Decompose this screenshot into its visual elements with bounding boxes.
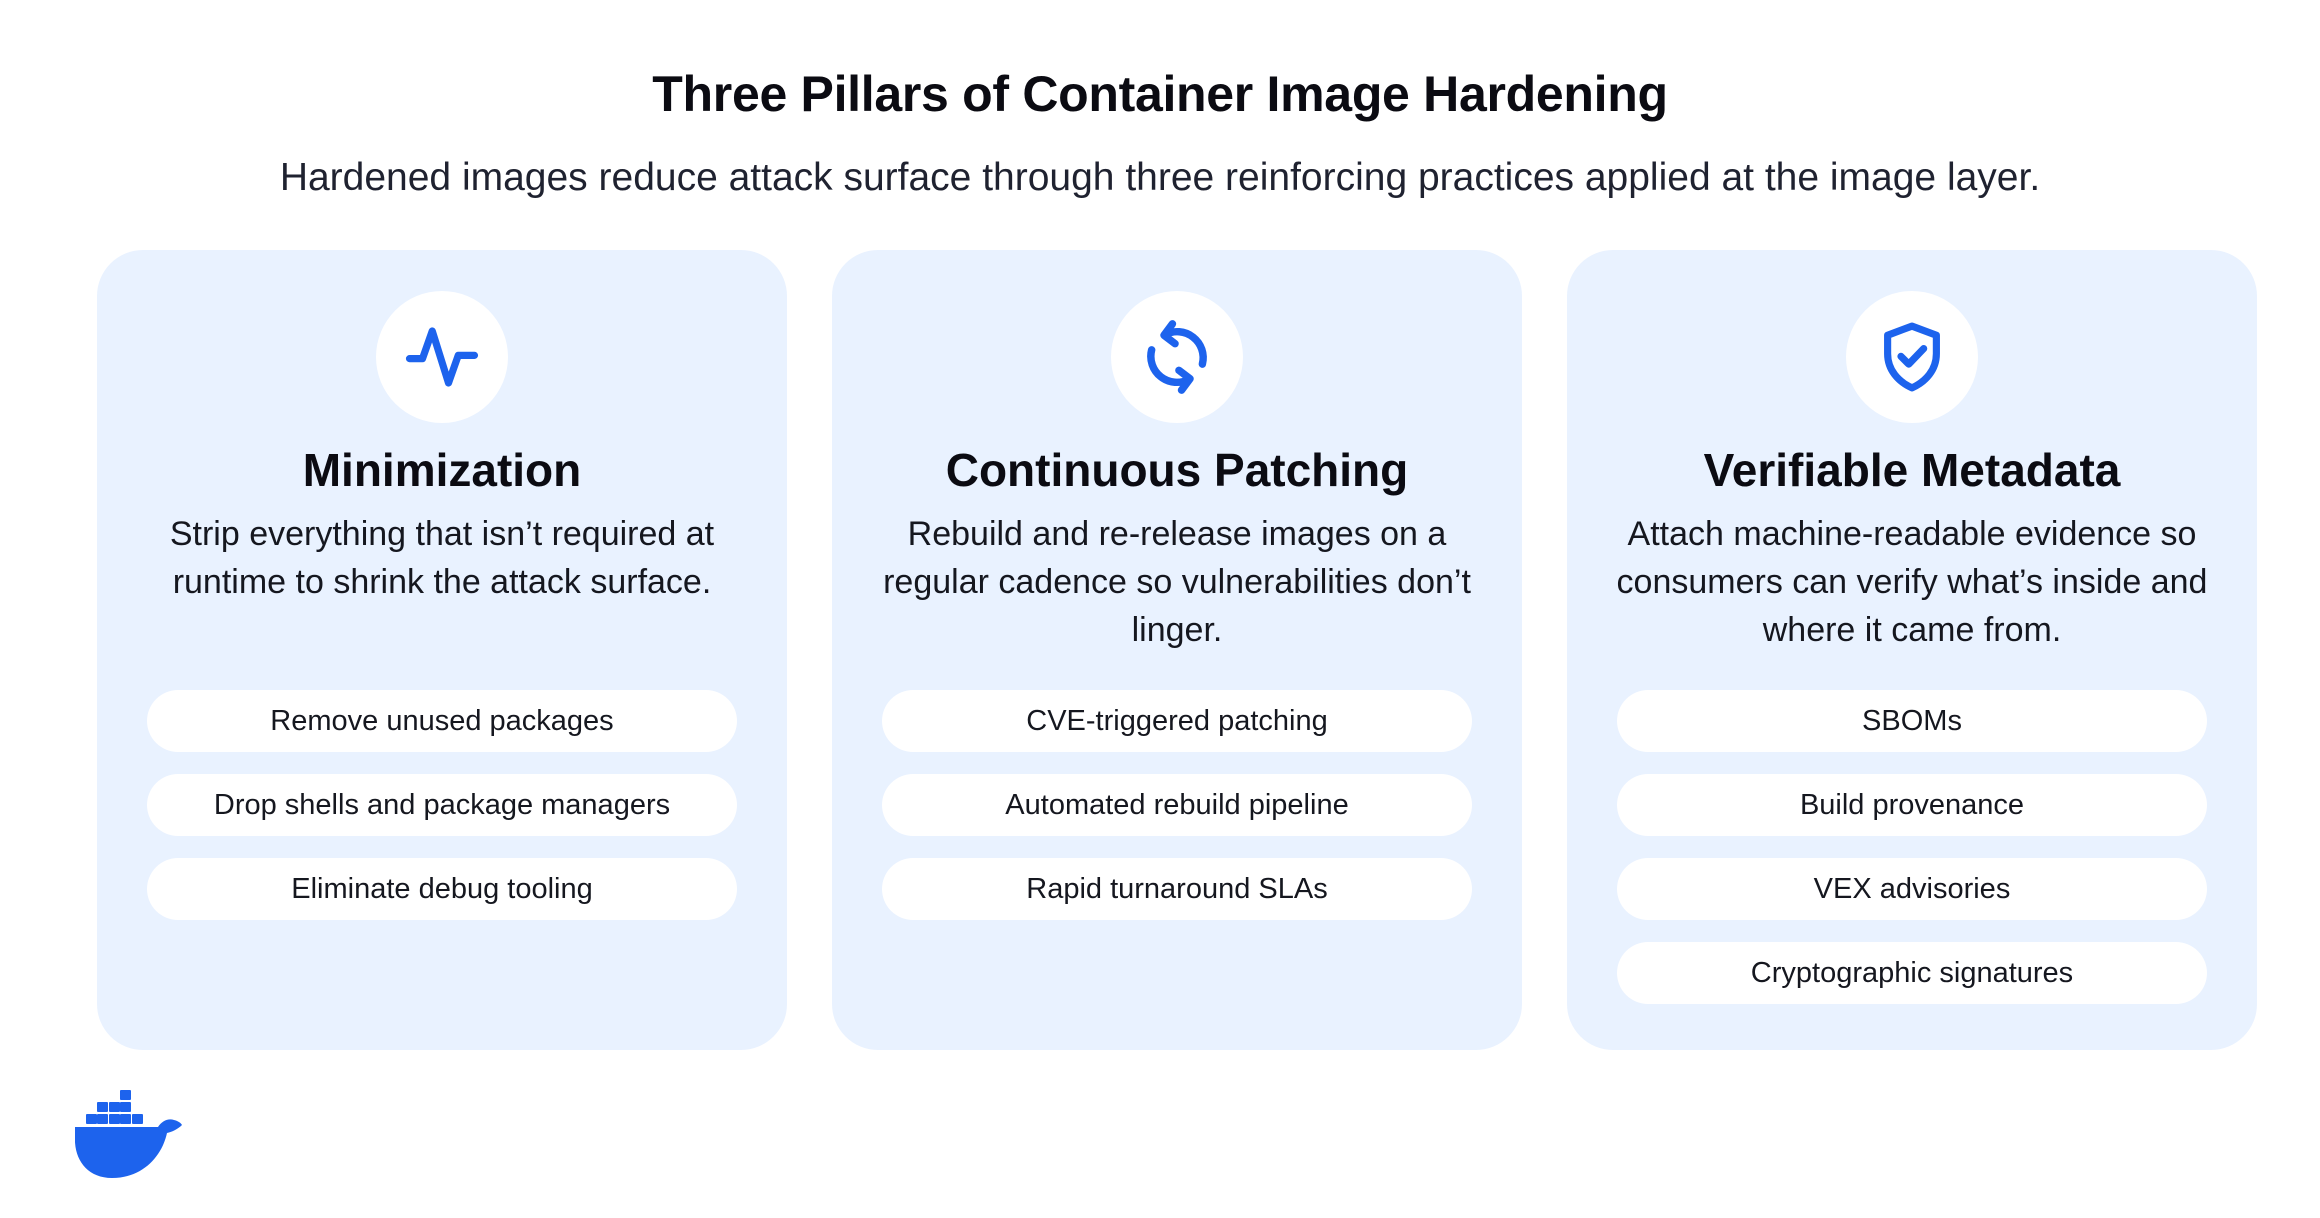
pillar-icon-badge: [1111, 291, 1243, 423]
practice-chip: Build provenance: [1617, 774, 2207, 836]
page-subtitle: Hardened images reduce attack surface th…: [279, 156, 2041, 199]
refresh-cycle-icon: [1147, 320, 1207, 394]
pillar-card-minimization: Minimization Strip everything that isn’t…: [97, 250, 787, 1050]
pillar-icon-badge: [376, 291, 508, 423]
pillar-card-verifiable-metadata: Verifiable Metadata Attach machine-reada…: [1567, 250, 2257, 1050]
practice-chip: Cryptographic signatures: [1617, 942, 2207, 1004]
pillar-practice-list: CVE-triggered patching Automated rebuild…: [882, 690, 1472, 942]
shield-check-icon: [1884, 322, 1940, 392]
pillar-description: Rebuild and re-release images on a regul…: [883, 515, 1471, 649]
practice-chip: Eliminate debug tooling: [147, 858, 737, 920]
pillar-description: Attach machine-readable evidence so cons…: [1616, 515, 2208, 649]
practice-chip: Automated rebuild pipeline: [882, 774, 1472, 836]
pillar-practice-list: SBOMs Build provenance VEX advisories Cr…: [1617, 690, 2207, 1026]
pillar-icon-badge: [1846, 291, 1978, 423]
practice-chip: CVE-triggered patching: [882, 690, 1472, 752]
pillar-practice-list: Remove unused packages Drop shells and p…: [147, 690, 737, 942]
pillars-row: Minimization Strip everything that isn’t…: [97, 250, 2257, 1050]
practice-chip: SBOMs: [1617, 690, 2207, 752]
pillar-title: Minimization: [302, 444, 582, 496]
pillar-card-continuous-patching: Continuous Patching Rebuild and re-relea…: [832, 250, 1522, 1050]
activity-pulse-icon: [405, 327, 479, 387]
practice-chip: Drop shells and package managers: [147, 774, 737, 836]
pillar-title: Verifiable Metadata: [1703, 444, 2121, 496]
practice-chip: Rapid turnaround SLAs: [882, 858, 1472, 920]
pillar-description: Strip everything that isn’t required at …: [169, 515, 715, 601]
docker-whale-logo-icon: [75, 1090, 182, 1178]
pillar-title: Continuous Patching: [945, 444, 1409, 496]
practice-chip: VEX advisories: [1617, 858, 2207, 920]
practice-chip: Remove unused packages: [147, 690, 737, 752]
page-title: Three Pillars of Container Image Hardeni…: [652, 66, 1668, 122]
